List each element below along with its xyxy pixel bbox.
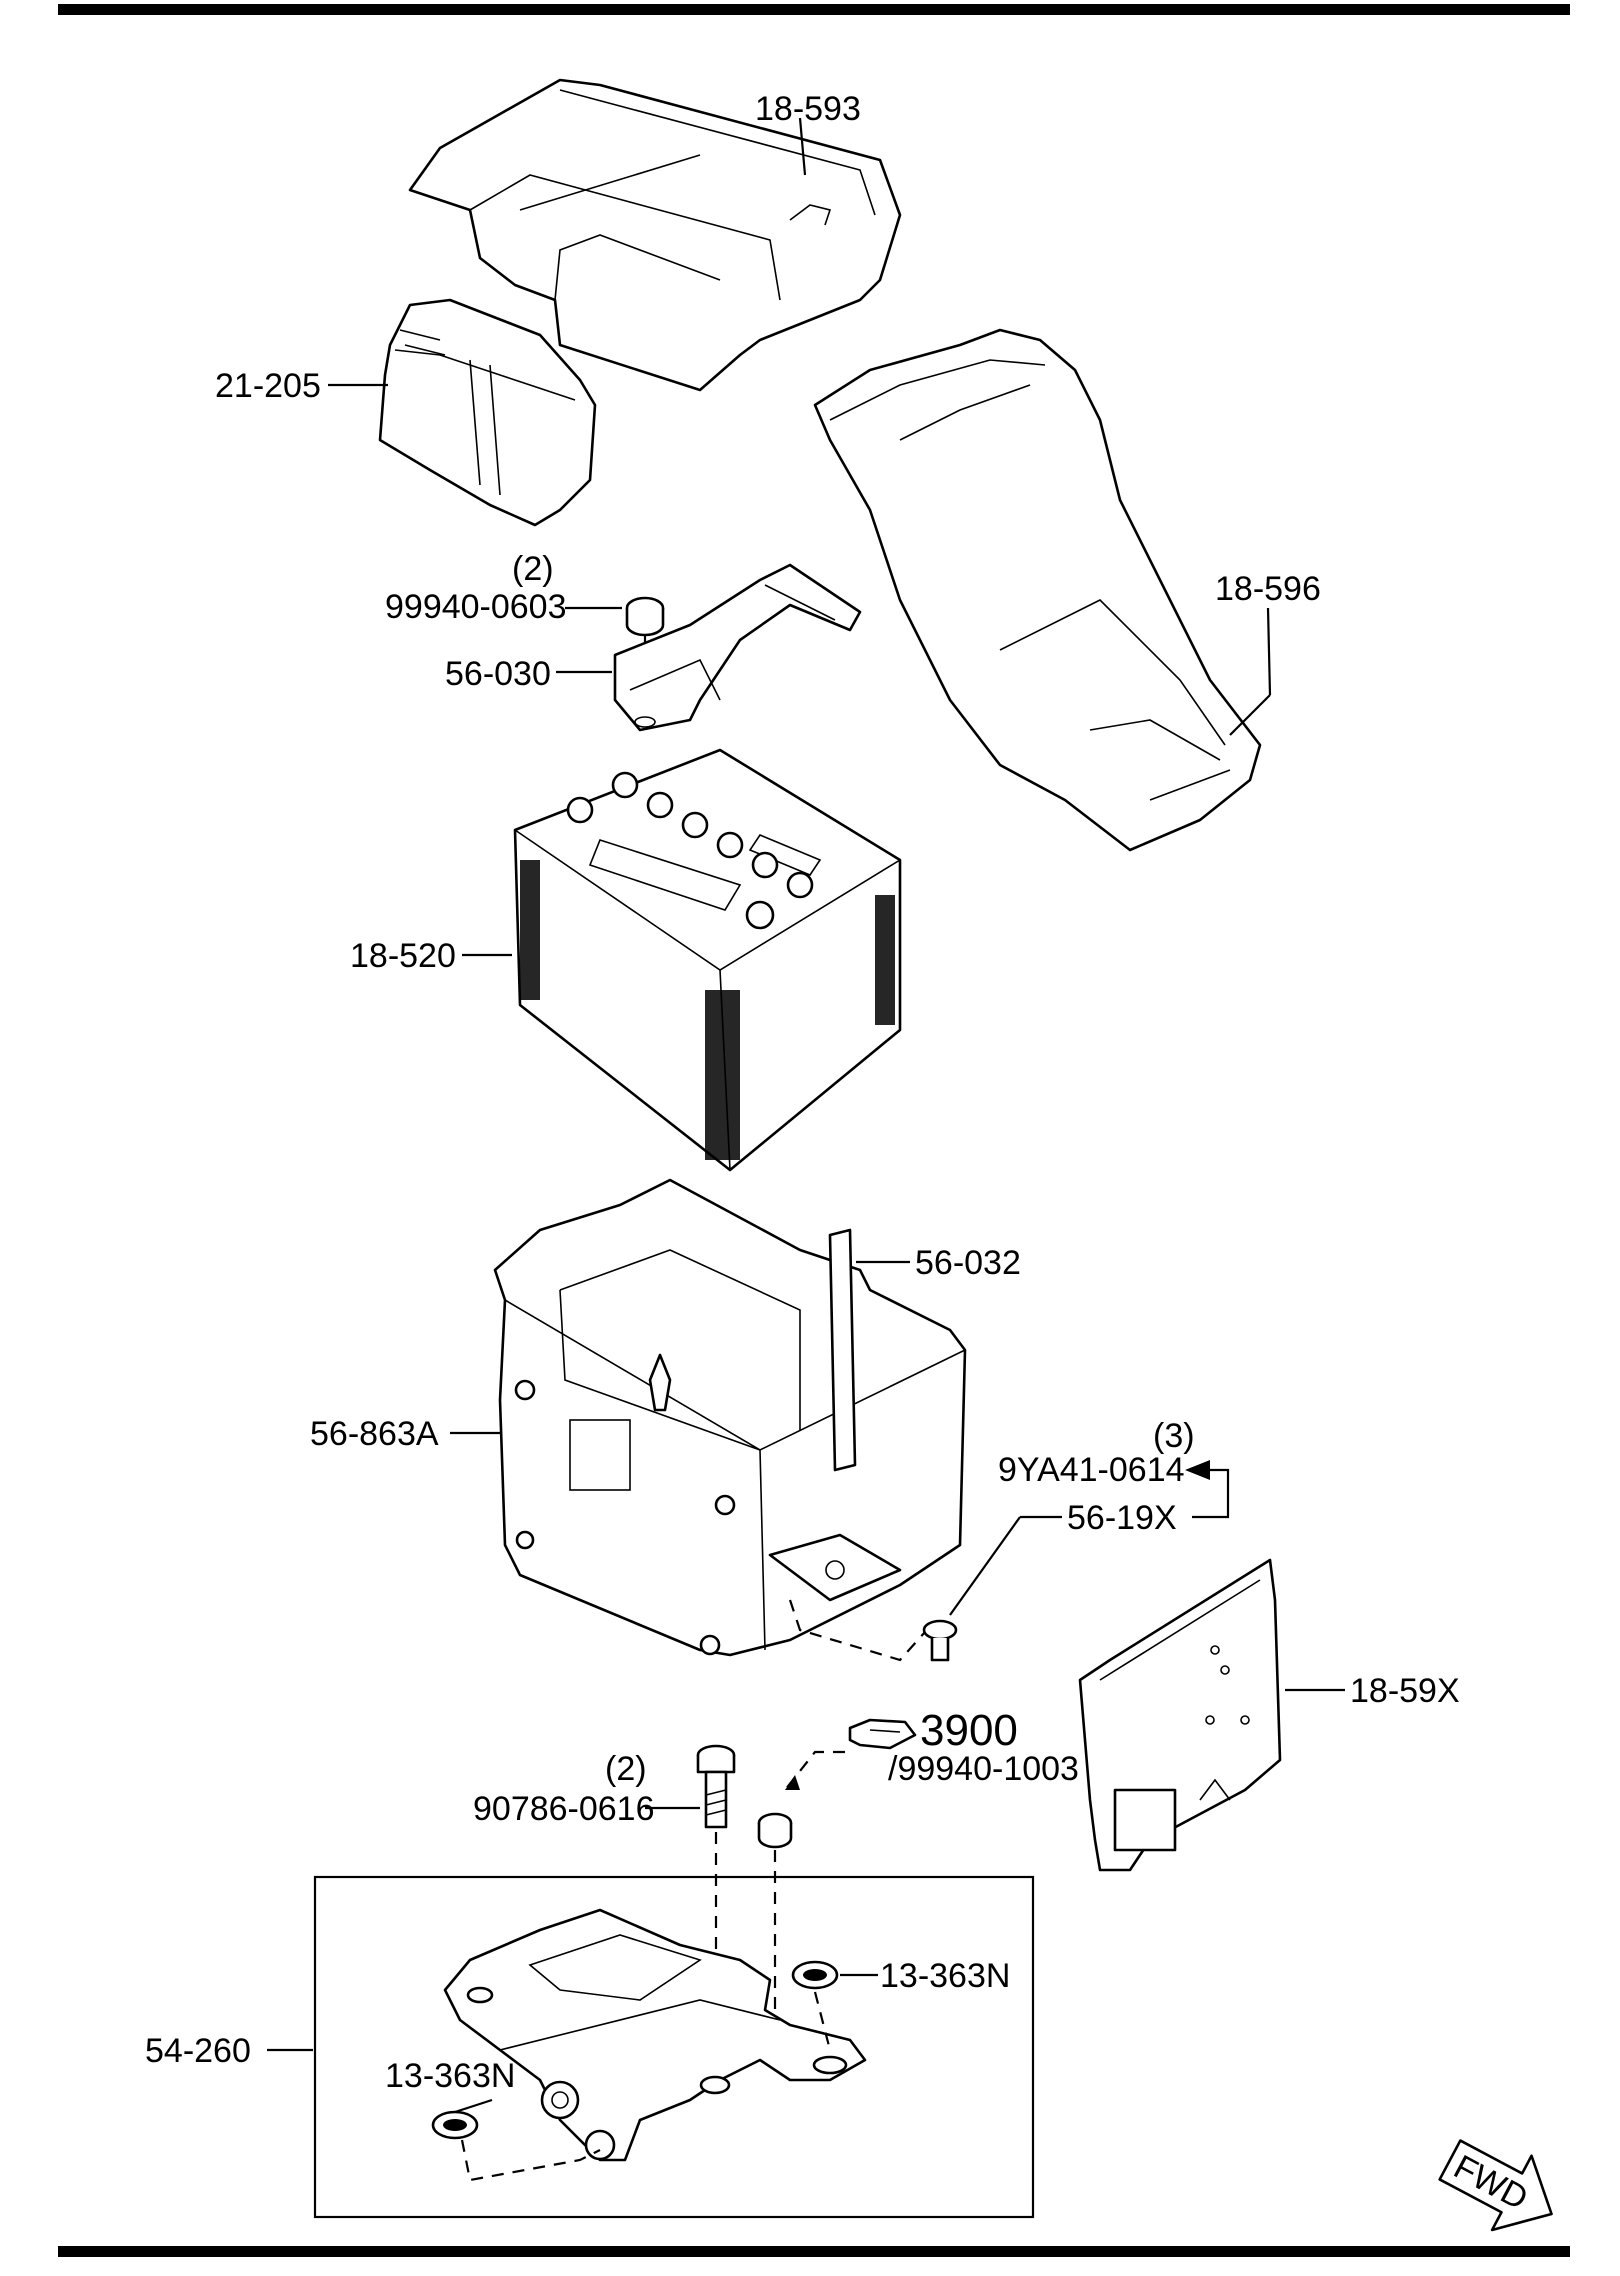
- grommet-left-drawing: [431, 2110, 479, 2140]
- label-ref-part: /99940-1003: [888, 1750, 1079, 1788]
- tray-drawing: [493, 1178, 967, 1657]
- label-21-205: 21-205: [215, 367, 321, 405]
- leader-grommet-left: [454, 2098, 493, 2114]
- reference-hand-icon: [848, 1718, 917, 1750]
- top-rule: [58, 4, 1570, 15]
- tray-bolt-dash: [788, 1599, 926, 1662]
- label-bolt-qty: (3): [1153, 1417, 1195, 1455]
- label-ref-group: 3900: [920, 1706, 1018, 1755]
- carrier-box: [313, 1875, 1035, 2219]
- label-18-596: 18-596: [1215, 570, 1321, 608]
- grommet-right-dash: [813, 1991, 832, 2051]
- ref-dash: [784, 1750, 845, 1791]
- leader-18-596-b: [1229, 694, 1271, 736]
- clamp-drawing: [613, 563, 862, 732]
- top-cover-drawing: [408, 78, 902, 392]
- ref-arrow: [785, 1775, 800, 1790]
- label-battery: 18-520: [350, 937, 456, 975]
- nut-drawing: [625, 596, 665, 637]
- label-18-59X: 18-59X: [1350, 1672, 1460, 1710]
- terminal-cover-drawing: [378, 298, 597, 527]
- bracket-bolt-set: [1192, 1468, 1230, 1519]
- label-56-032: 56-032: [915, 1244, 1021, 1282]
- label-clamp: 56-030: [445, 655, 551, 693]
- fwd-arrow-icon: FWD: [1438, 2139, 1553, 2232]
- leader-18-593: [798, 117, 807, 176]
- label-18-593: 18-593: [755, 90, 861, 128]
- leader-bolt-set-b: [949, 1516, 1021, 1616]
- label-grommet-left: 13-363N: [385, 2057, 515, 2095]
- label-grommet-right: 13-363N: [880, 1957, 1010, 1995]
- bottom-rule: [58, 2246, 1570, 2257]
- label-nut: 99940-0603: [385, 588, 567, 626]
- grommet-right-drawing: [791, 1960, 839, 1990]
- battery-drawing: [513, 748, 902, 1172]
- label-nut-qty: (2): [512, 550, 554, 588]
- tray-bolt-drawing: [922, 1619, 958, 1662]
- label-tray: 56-863A: [310, 1415, 439, 1453]
- duct-drawing: [813, 328, 1262, 852]
- ref-nut-drawing: [757, 1812, 793, 1849]
- label-carrier: 54-260: [145, 2032, 251, 2070]
- grommet-left-dash: [460, 2139, 601, 2182]
- carrier-drawing: [443, 1908, 867, 2162]
- leader-18-596-a: [1266, 607, 1272, 696]
- label-carrier-bolt-qty: (2): [605, 1750, 647, 1788]
- label-bolt: 9YA41-0614: [998, 1451, 1185, 1489]
- side-cover-drawing: [1078, 1558, 1282, 1872]
- label-bolt-set: 56-19X: [1067, 1499, 1177, 1537]
- carrier-bolt-drawing: [696, 1744, 736, 1829]
- bolt-arrow: [1185, 1460, 1210, 1480]
- label-carrier-bolt: 90786-0616: [473, 1790, 655, 1828]
